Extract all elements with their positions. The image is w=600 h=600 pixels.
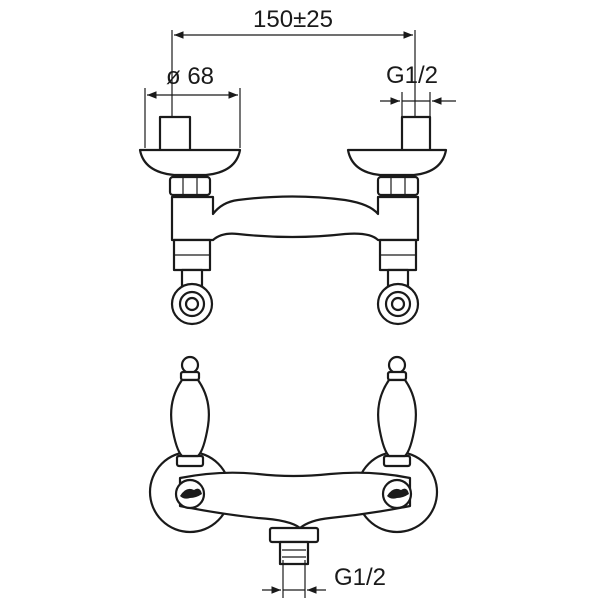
top-view: 150±25 ø 68 G1/2	[138, 6, 456, 326]
dimension-flange-diameter: ø 68	[144, 63, 241, 148]
left-pipe-stub	[158, 115, 192, 156]
right-pipe-stub	[400, 115, 432, 156]
right-valve-cap	[381, 478, 413, 510]
right-handle-ring	[376, 268, 420, 326]
dimension-inlet-thread: G1/2	[380, 62, 456, 118]
dimension-center-distance: 150±25	[171, 6, 416, 130]
left-handle-base	[175, 454, 205, 468]
right-hex-nut	[376, 175, 420, 197]
center-distance-label: 150±25	[253, 6, 333, 33]
left-valve-cap	[174, 478, 206, 510]
left-handle-ring	[170, 268, 214, 326]
mixer-body	[170, 195, 420, 242]
left-lever-handle	[170, 355, 210, 458]
left-dolphin-icon	[180, 488, 202, 499]
dimension-outlet-thread: G1/2	[262, 560, 386, 598]
right-flange	[346, 148, 448, 177]
mixer-body-front	[178, 471, 412, 530]
outlet-thread-label: G1/2	[334, 564, 386, 591]
inlet-thread-label: G1/2	[386, 62, 438, 89]
right-handle-base	[382, 454, 412, 468]
right-lever-handle	[377, 355, 417, 458]
outlet-connector	[268, 526, 320, 566]
left-flange	[138, 148, 242, 177]
right-dolphin-icon	[387, 488, 409, 499]
front-view: G1/2	[148, 355, 439, 598]
flange-diameter-label: ø 68	[166, 63, 214, 90]
left-hex-nut	[168, 175, 212, 197]
